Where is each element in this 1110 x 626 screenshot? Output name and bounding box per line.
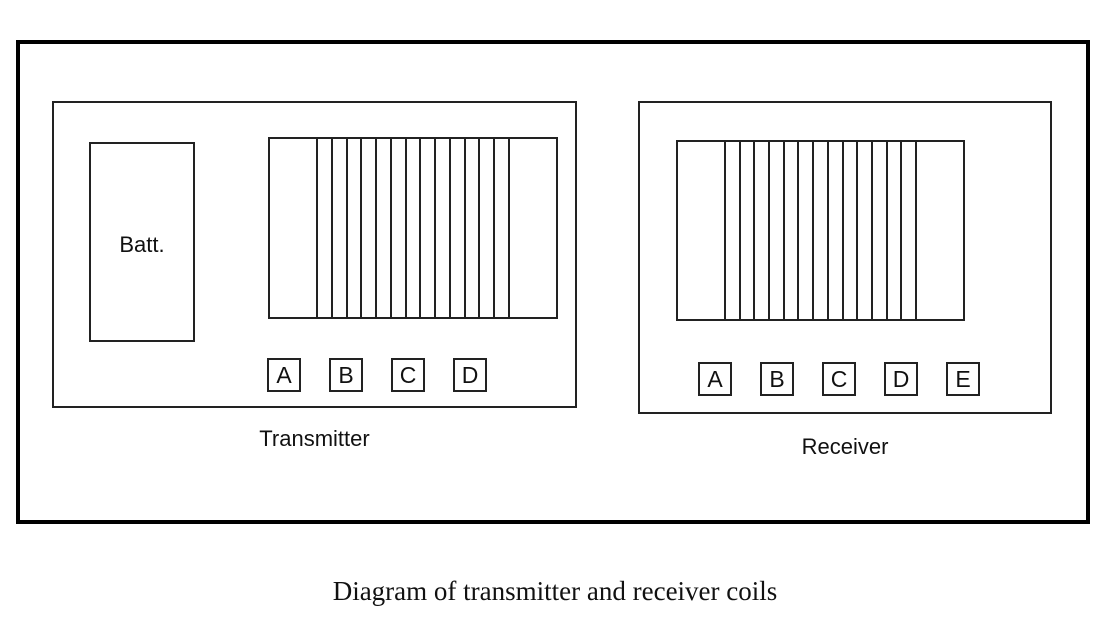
rx-terminal-a: A xyxy=(698,362,732,396)
tx-terminal-c: C xyxy=(391,358,425,392)
figure-caption: Diagram of transmitter and receiver coil… xyxy=(332,576,778,606)
coil-turn xyxy=(753,142,756,319)
coil-turn xyxy=(797,142,800,319)
coil-turn xyxy=(507,139,510,317)
receiver-label: Receiver xyxy=(801,434,889,459)
coil-turn xyxy=(856,142,859,319)
coil-turn xyxy=(478,139,481,317)
coil-turn xyxy=(493,139,496,317)
coil-end-left xyxy=(270,139,316,317)
coil-turn xyxy=(360,139,363,317)
tx-terminal-d: D xyxy=(453,358,487,392)
battery-label: Batt. xyxy=(119,232,165,257)
coil-turn xyxy=(375,139,378,317)
coil-turns xyxy=(724,142,917,319)
coil-turn xyxy=(738,142,741,319)
rx-terminal-b: B xyxy=(760,362,794,396)
battery: Batt. xyxy=(89,142,195,342)
coil-turn xyxy=(434,139,437,317)
receiver-coil xyxy=(676,140,965,321)
rx-terminal-c: C xyxy=(822,362,856,396)
coil-end-right xyxy=(510,139,556,317)
coil-turn xyxy=(316,139,318,317)
coil-end-right xyxy=(917,142,963,319)
coil-turn xyxy=(841,142,844,319)
diagram-frame xyxy=(16,40,1090,524)
transmitter-label: Transmitter xyxy=(259,426,370,451)
receiver-box xyxy=(638,101,1052,414)
coil-turn xyxy=(826,142,829,319)
transmitter-box xyxy=(52,101,577,408)
coil-turn xyxy=(389,139,392,317)
coil-turn xyxy=(782,142,785,319)
coil-turn xyxy=(812,142,815,319)
rx-terminal-e: E xyxy=(946,362,980,396)
transmitter-coil xyxy=(268,137,558,319)
coil-turn xyxy=(870,142,873,319)
rx-terminal-d: D xyxy=(884,362,918,396)
coil-turn xyxy=(404,139,407,317)
coil-turn xyxy=(345,139,348,317)
coil-turn xyxy=(885,142,888,319)
tx-terminal-b: B xyxy=(329,358,363,392)
coil-turn xyxy=(448,139,451,317)
tx-terminal-a: A xyxy=(267,358,301,392)
coil-turn xyxy=(724,142,726,319)
coil-turn xyxy=(463,139,466,317)
coil-end-left xyxy=(678,142,724,319)
coil-turn xyxy=(900,142,903,319)
coil-turn xyxy=(914,142,917,319)
coil-turns xyxy=(316,139,510,317)
coil-turn xyxy=(330,139,333,317)
coil-turn xyxy=(419,139,422,317)
coil-turn xyxy=(768,142,771,319)
